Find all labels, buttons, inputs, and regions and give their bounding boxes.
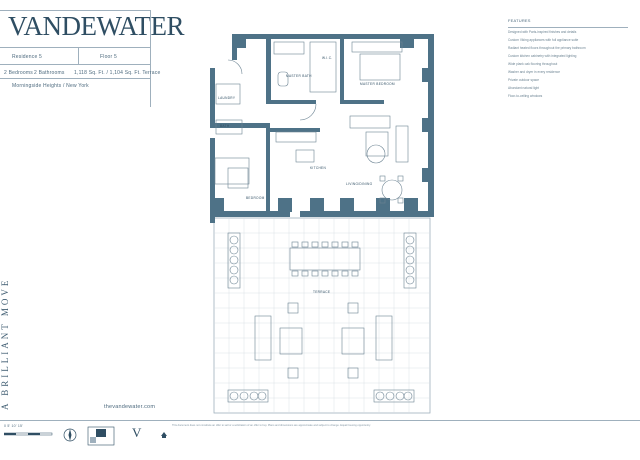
info-top-border <box>0 10 150 11</box>
features-panel: FEATURES Designed with Paris-inspired fi… <box>508 18 628 108</box>
terrace-grid <box>214 218 430 413</box>
bathrooms-label: 2 Bathrooms <box>34 70 65 76</box>
terrace-planters <box>227 232 417 403</box>
website-link[interactable]: thevandewater.com <box>104 404 156 410</box>
floor-plan <box>210 34 434 414</box>
location-label: Morningside Heights / New York <box>12 83 89 89</box>
scale-bar <box>4 432 53 436</box>
scale-label: 0 5' 10' 15' <box>4 424 24 428</box>
interior-fixtures <box>214 41 409 204</box>
room-label-master-bedroom: MASTER BEDROOM <box>360 82 395 86</box>
equal-housing-icon <box>160 426 168 444</box>
room-label-living-dining: LIVING/DINING <box>346 182 373 186</box>
room-label-master-bath: MASTER BATH <box>286 74 312 78</box>
info-col-divider <box>78 47 79 64</box>
interior-walls <box>210 34 434 223</box>
feature-item: Private outdoor space <box>508 78 540 82</box>
feature-item: Custom kitchen cabinetry with integrated… <box>508 54 577 58</box>
room-label-kitchen: KITCHEN <box>310 166 327 170</box>
feature-item: Designed with Paris-inspired finishes an… <box>508 30 577 34</box>
brand-mark: V <box>132 425 142 440</box>
room-label-wic: W.I.C. <box>322 56 333 60</box>
residence-label: Residence 5 <box>12 54 42 60</box>
feature-item: Abundant natural light <box>508 86 540 90</box>
feature-item: Custom Viking appliances with full appli… <box>508 38 579 42</box>
info-panel-border <box>150 10 151 107</box>
area-label: 1,118 Sq. Ft. / 1,104 Sq. Ft. Terrace <box>74 70 161 76</box>
feature-item: Wide plank oak flooring throughout <box>508 62 558 66</box>
key-plan-icon <box>87 426 115 446</box>
feature-item: Radiant heated floors throughout the pri… <box>508 46 586 50</box>
tagline: A BRILLIANT MOVE <box>0 277 10 410</box>
terrace-outline <box>213 217 431 414</box>
room-label-bedroom: BEDROOM <box>246 196 265 200</box>
room-label-laundry: LAUNDRY <box>218 96 236 100</box>
footer-divider <box>0 420 640 421</box>
compass-icon <box>63 428 77 442</box>
info-divider-2 <box>0 78 150 79</box>
legal-disclaimer: This document does not constitute an off… <box>172 424 371 427</box>
bedrooms-label: 2 Bedrooms <box>4 70 33 76</box>
terrace-furniture <box>254 241 393 379</box>
brand-logo: VANDEWATER <box>8 11 185 41</box>
floor-label: Floor 5 <box>100 54 117 60</box>
features-title: FEATURES <box>508 18 531 23</box>
header-divider <box>0 47 150 48</box>
info-divider-1 <box>0 64 150 65</box>
features-list: Designed with Paris-inspired finishes an… <box>508 27 628 108</box>
room-label-bath: BATH <box>220 124 230 128</box>
feature-item: Washer and dryer in every residence <box>508 70 560 74</box>
room-label-terrace: TERRACE <box>313 290 331 294</box>
feature-item: Floor-to-ceiling windows <box>508 94 543 98</box>
